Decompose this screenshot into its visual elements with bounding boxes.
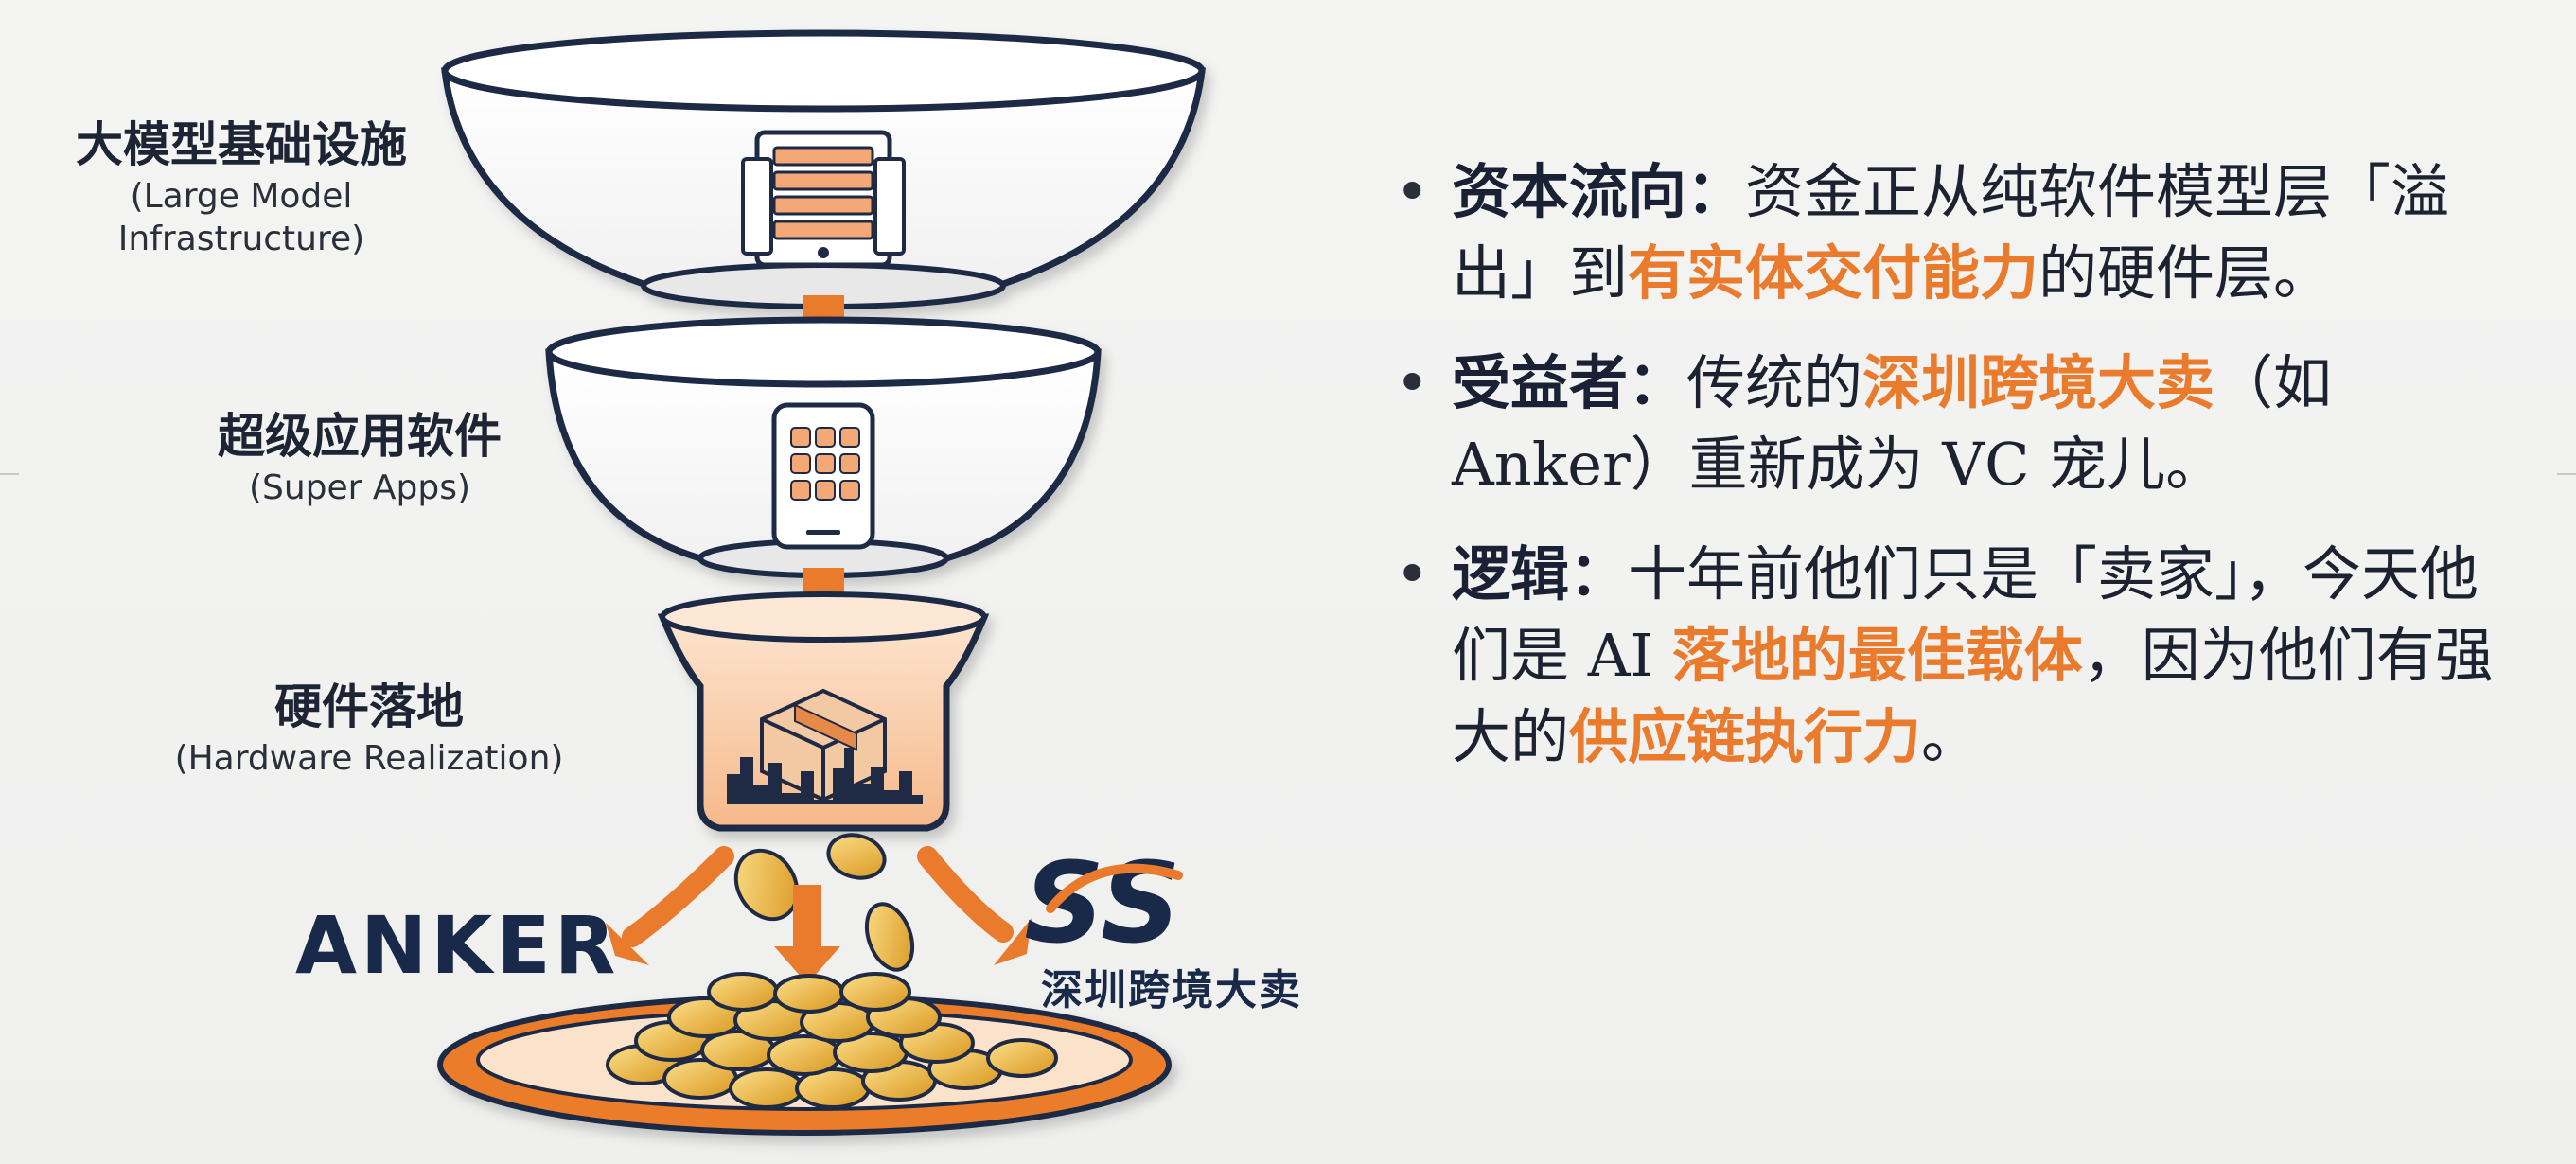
arrow-to-anker bbox=[606, 846, 734, 965]
bullet-logic: • 逻辑：十年前他们只是「卖家」，今天他们是 AI 落地的最佳载体，因为他们有强… bbox=[1391, 534, 2527, 778]
bullet-text: （如 Anker）重新成为 VC 宠儿。 bbox=[1452, 348, 2333, 499]
bullet-beneficiary: • 受益者：传统的深圳跨境大卖（如 Anker）重新成为 VC 宠儿。 bbox=[1391, 343, 2527, 505]
coin-pile bbox=[606, 972, 1058, 1109]
ss-brand-name: 深圳跨境大卖 bbox=[1041, 966, 1302, 1014]
ss-logo-mark: SS bbox=[1024, 838, 1181, 968]
bullet-text: 传统的 bbox=[1686, 348, 1863, 417]
smartphone-apps-icon bbox=[771, 402, 875, 550]
bullet-text: 资金正从纯软件模型层「溢出」到 bbox=[1452, 157, 2450, 308]
bullet-dot-icon: • bbox=[1395, 157, 1430, 226]
bullet-text: 十年前他们只是「卖家」，今天他们是 AI bbox=[1452, 539, 2479, 690]
edge-tick-left bbox=[0, 473, 19, 475]
bullet-highlight: 供应链执行力 bbox=[1569, 702, 1922, 771]
arrow-down-icon bbox=[774, 885, 840, 984]
stage-subtitle-apps: (Super Apps) bbox=[248, 467, 471, 507]
stage-title-hardware: 硬件落地 bbox=[274, 679, 464, 734]
bullet-capital-flow: • 资本流向：资金正从纯软件模型层「溢出」到有实体交付能力的硬件层。 bbox=[1391, 151, 2527, 314]
bullet-highlight: 有实体交付能力 bbox=[1628, 238, 2039, 308]
bullet-highlight: 深圳跨境大卖 bbox=[1862, 348, 2215, 417]
stage-subtitle-infra-2: Infrastructure) bbox=[117, 219, 365, 258]
edge-tick-right bbox=[2557, 473, 2576, 475]
bullet-list: • 资本流向：资金正从纯软件模型层「溢出」到有实体交付能力的硬件层。 • 受益者… bbox=[1391, 151, 2527, 806]
bullet-text: 。 bbox=[1921, 702, 1981, 771]
stage-label-apps: 超级应用软件 (Super Apps) bbox=[170, 407, 549, 509]
bullet-key: 逻辑： bbox=[1452, 539, 1629, 608]
gold-coins-icon bbox=[733, 833, 915, 972]
anker-logo: ANKER bbox=[295, 899, 620, 992]
bullet-highlight: 落地的最佳载体 bbox=[1671, 621, 2083, 690]
stage-title-apps: 超级应用软件 bbox=[218, 409, 502, 464]
bullet-text: ，因为他们有强大的 bbox=[1452, 621, 2494, 771]
stage-label-infra: 大模型基础设施 (Large Model Infrastructure) bbox=[38, 115, 445, 260]
bullet-key: 受益者： bbox=[1452, 348, 1687, 417]
server-rack-icon bbox=[741, 130, 906, 268]
arrow-to-ss bbox=[917, 846, 1032, 965]
stage-label-hardware: 硬件落地 (Hardware Realization) bbox=[123, 678, 615, 780]
stage-subtitle-infra-1: (Large Model bbox=[130, 176, 353, 216]
bullet-dot-icon: • bbox=[1395, 348, 1430, 417]
bullet-key: 资本流向： bbox=[1452, 157, 1746, 226]
stage-subtitle-hardware: (Hardware Realization) bbox=[174, 738, 564, 778]
stage-title-infra: 大模型基础设施 bbox=[76, 117, 407, 172]
funnel-stage-apps bbox=[545, 316, 1102, 578]
capital-flow-funnel-diagram: SS bbox=[437, 29, 1206, 1136]
bullet-dot-icon: • bbox=[1395, 539, 1430, 608]
package-city-icon bbox=[727, 688, 923, 804]
bullet-text: 的硬件层。 bbox=[2038, 238, 2333, 308]
ss-logo: SS bbox=[1024, 838, 1183, 968]
